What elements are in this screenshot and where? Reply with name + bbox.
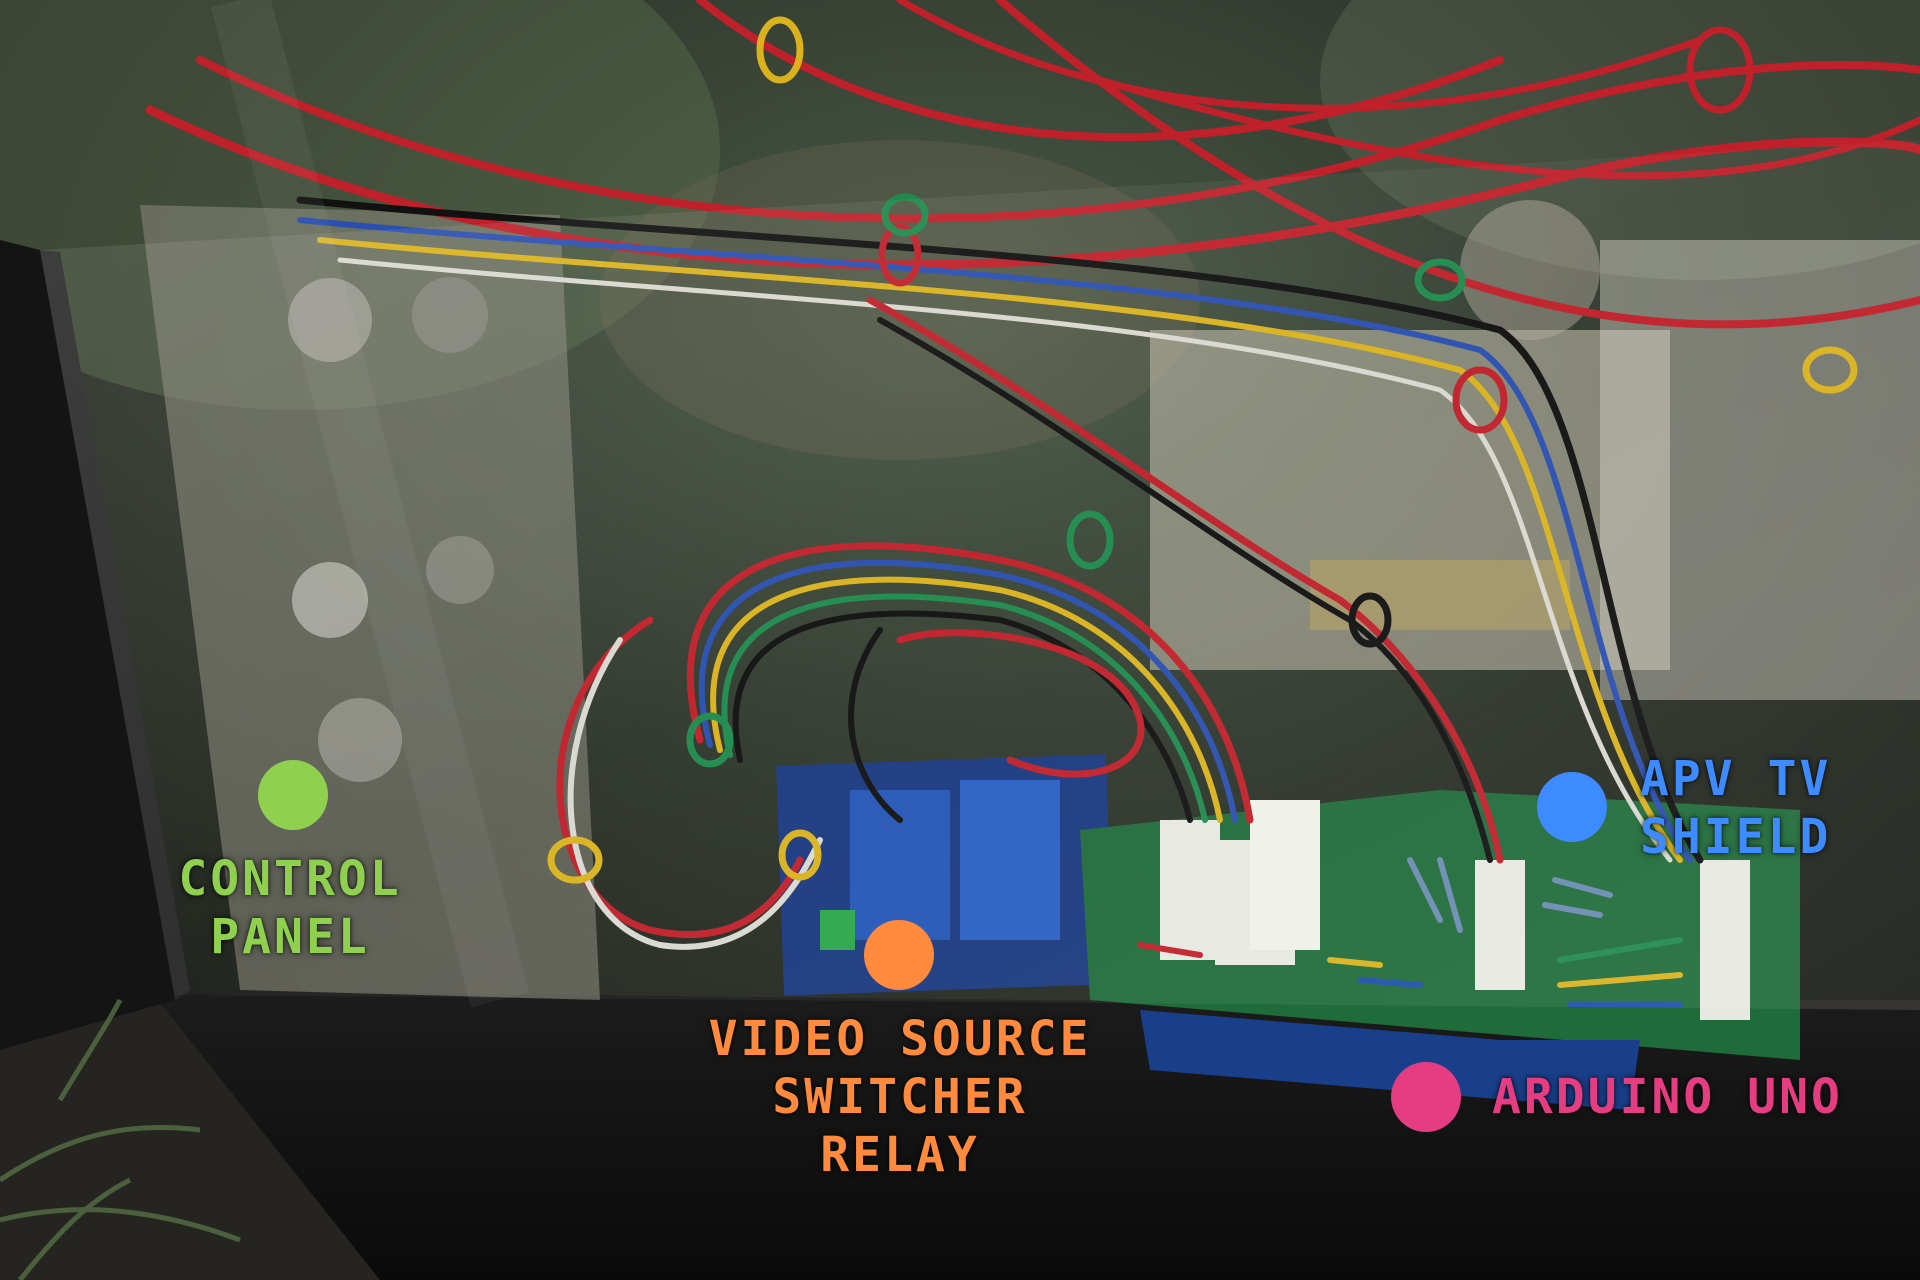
label-line: VIDEO SOURCE [708, 1011, 1092, 1067]
label-line: PANEL [210, 909, 370, 965]
shield-label: APV TV SHIELD [1640, 750, 1900, 866]
shield-marker-dot [1537, 772, 1607, 842]
arduino-board [1140, 1010, 1640, 1110]
control-panel-marker-dot [258, 760, 328, 830]
label-line: SHIELD [1640, 809, 1832, 865]
acrylic-window [40, 140, 1920, 1010]
label-line: CONTROL [178, 851, 402, 907]
label-line: RELAY [820, 1127, 980, 1183]
relay-label: VIDEO SOURCE SWITCHER RELAY [680, 1010, 1120, 1184]
label-line: SWITCHER [772, 1069, 1028, 1125]
label-line: APV TV [1640, 751, 1832, 807]
relay-marker-dot [864, 920, 934, 990]
arduino-marker-dot [1391, 1062, 1461, 1132]
enclosure-frame-left [0, 240, 175, 1050]
arduino-label: ARDUINO UNO [1492, 1068, 1892, 1126]
grass [0, 998, 241, 1280]
glass-reflection [210, 0, 530, 1008]
label-line: ARDUINO UNO [1492, 1069, 1843, 1125]
control-panel-label: CONTROL PANEL [160, 850, 420, 966]
